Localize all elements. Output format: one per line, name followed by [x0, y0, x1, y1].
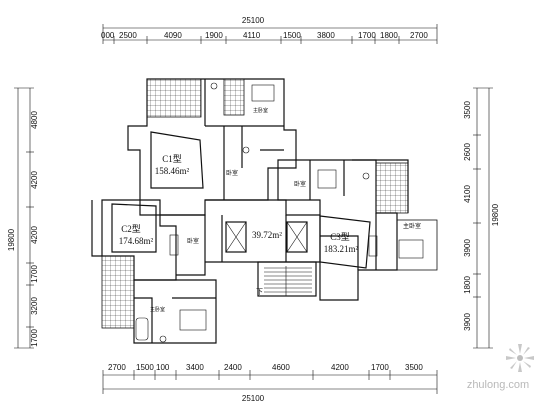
left-dimension: 1700: [30, 265, 39, 283]
labels: C1型 158.46m² C2型 174.68m² 39.72m² C3型 18…: [119, 107, 421, 313]
balcony-north: [146, 78, 202, 118]
top-dimension: 000: [101, 31, 115, 40]
top-dimension: 1800: [380, 31, 398, 40]
bottom-dimension: 4200: [331, 363, 349, 372]
right-dimension: 3900: [463, 239, 472, 257]
balcony-northeast: [375, 162, 409, 214]
top-dimension: 2700: [410, 31, 428, 40]
left-dimension: 3200: [30, 297, 39, 315]
room-label: 主卧室: [403, 222, 421, 230]
right-dimension: 3900: [463, 313, 472, 331]
balcony-core: [223, 78, 245, 116]
room-label: 主卧室: [150, 306, 165, 313]
room-label: 下: [256, 288, 263, 296]
top-dimension: 2500: [119, 31, 137, 40]
top-dimension: 1900: [205, 31, 223, 40]
bottom-dimension: 1700: [371, 363, 389, 372]
left-dimension: 4200: [30, 171, 39, 189]
room-label: 卧室: [226, 169, 238, 177]
toilet-icon: [242, 146, 250, 154]
bathtub-icon: [135, 317, 149, 341]
unit-c2-type: C2型: [121, 224, 141, 234]
unit-c1-type: C1型: [162, 154, 182, 164]
bottom-dimension: 1500: [136, 363, 154, 372]
elevator-shaft-1: [225, 221, 247, 253]
top-dimension: 1500: [283, 31, 301, 40]
right-dimension: 1800: [463, 276, 472, 294]
core-area: 39.72m²: [252, 230, 282, 240]
left-dimension: 1700: [30, 329, 39, 347]
unit-c2-area: 174.68m²: [119, 236, 154, 246]
sofa-icon: [169, 234, 179, 256]
toilet-icon: [210, 82, 218, 90]
top-dimension: 4110: [243, 31, 261, 40]
left-dimension: 4800: [30, 111, 39, 129]
sofa-icon: [368, 235, 378, 257]
bottom-dimension: 3400: [186, 363, 204, 372]
top-dimension: 1700: [358, 31, 376, 40]
unit-c3-area: 183.21m²: [324, 244, 359, 254]
watermark-logo: [506, 344, 534, 372]
watermark-text: zhulong.com: [467, 379, 529, 391]
room-label: 卧室: [187, 237, 199, 245]
bottom-dimension: 4600: [272, 363, 290, 372]
bottom-total-dimension: 25100: [242, 394, 265, 403]
balcony-west: [101, 255, 135, 329]
bottom-dimension: 2700: [108, 363, 126, 372]
toilet-icon: [159, 335, 167, 343]
bottom-dimension: 2400: [224, 363, 242, 372]
balconies: [101, 78, 438, 329]
elevator-shaft-2: [286, 221, 308, 253]
top-dimension: 3800: [317, 31, 335, 40]
walls: [91, 78, 409, 344]
bed-icon: [251, 84, 275, 102]
right-dimension: 2600: [463, 143, 472, 161]
room-label: 主卧室: [253, 107, 268, 114]
stairs: [257, 261, 317, 297]
right-dimension: 4100: [463, 185, 472, 203]
right-dimension-chain: 3500 2600 4100 3900 1800 3900 19800: [463, 87, 500, 349]
unit-c3-type: C3型: [330, 232, 350, 242]
top-total-dimension: 25100: [242, 16, 265, 25]
bottom-dimension-chain: 2700 1500 100 3400 2400 4600 4200 1700 3…: [102, 363, 438, 403]
bottom-dimension: 100: [156, 363, 170, 372]
left-total-dimension: 19800: [7, 228, 16, 251]
left-dimension: 4200: [30, 226, 39, 244]
bed-icon: [179, 309, 207, 331]
right-dimension: 3500: [463, 101, 472, 119]
unit-c1-area: 158.46m²: [155, 166, 190, 176]
top-dimension: 4090: [164, 31, 182, 40]
toilet-icon: [362, 172, 370, 180]
fixtures: [135, 82, 424, 343]
bottom-dimension: 3500: [405, 363, 423, 372]
bed-icon: [398, 239, 424, 259]
room-label: 卧室: [294, 180, 306, 188]
right-total-dimension: 19800: [491, 203, 500, 226]
top-dimension-chain: 25100 000 2500 4090 1900 4110 1500 3800 …: [101, 16, 438, 44]
bed-icon: [317, 169, 337, 189]
left-dimension-chain: 19800 4800 4200 4200 1700 3200 1700: [7, 87, 39, 349]
